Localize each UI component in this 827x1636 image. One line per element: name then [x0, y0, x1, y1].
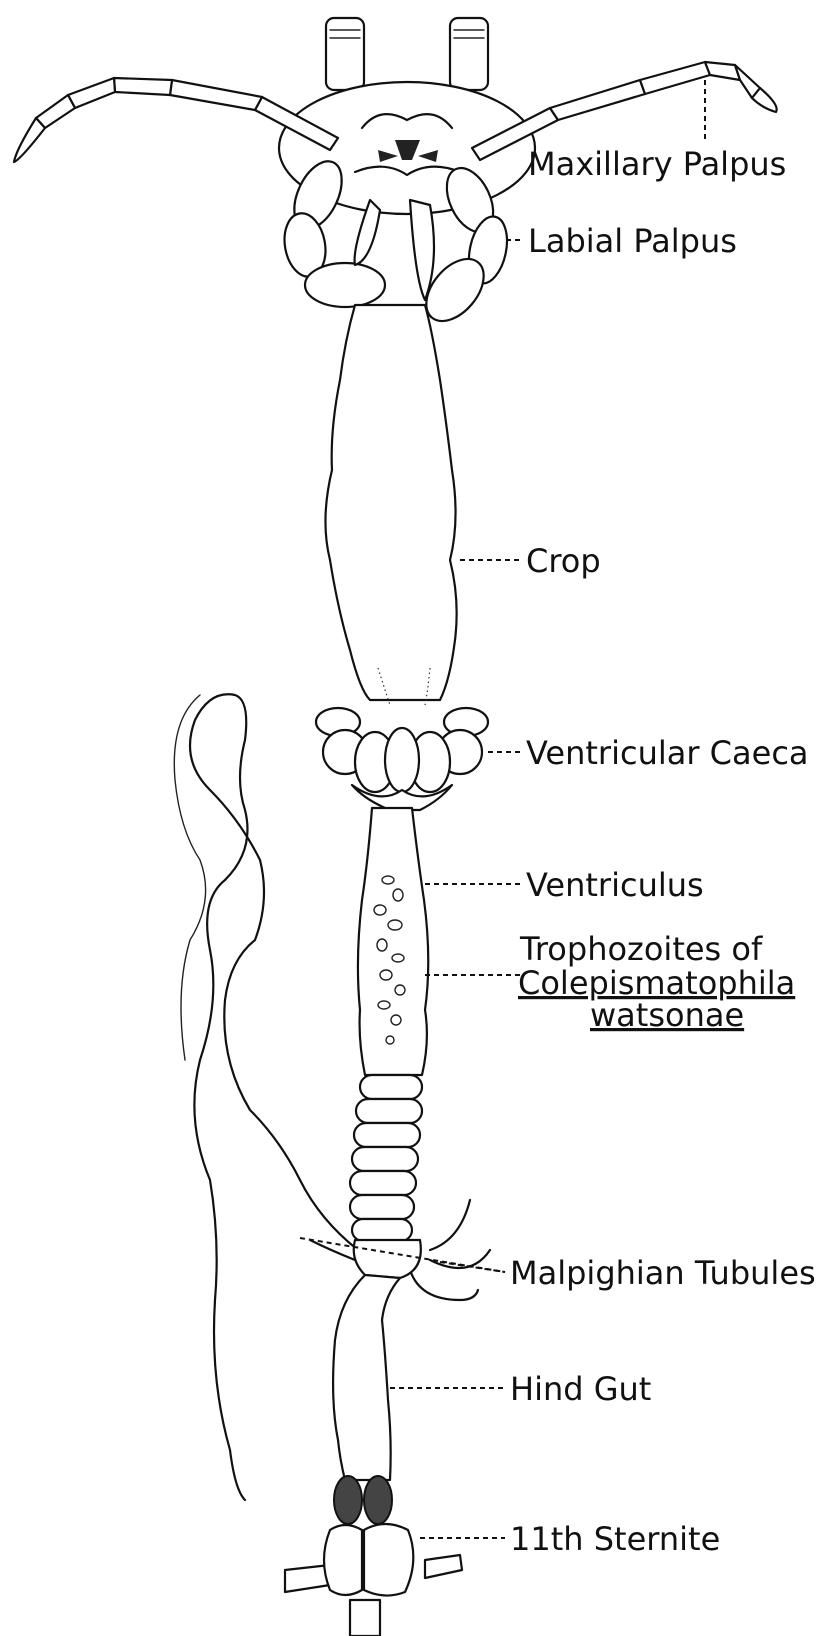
labels: Maxillary Palpus Labial Palpus Crop Vent…: [510, 145, 816, 1558]
eleventh-sternite: [285, 1524, 462, 1636]
label-labial-palpus: Labial Palpus: [528, 222, 737, 260]
antenna-base-left: [326, 18, 364, 90]
hind-gut: [333, 1275, 400, 1480]
ventricular-caeca: [316, 708, 488, 810]
label-malpighian-tubules: Malpighian Tubules: [510, 1254, 816, 1292]
salivary-right: [410, 200, 434, 300]
label-ventricular-caeca: Ventricular Caeca: [526, 734, 809, 772]
pyloric-junction: [354, 1240, 421, 1278]
label-trophozoites-line1: Trophozoites of: [519, 930, 763, 968]
label-maxillary-palpus: Maxillary Palpus: [528, 145, 786, 183]
antenna-base-right: [450, 18, 488, 90]
label-crop: Crop: [526, 542, 601, 580]
label-ventriculus: Ventriculus: [526, 866, 704, 904]
crop: [325, 305, 456, 700]
label-hind-gut: Hind Gut: [510, 1370, 651, 1408]
label-trophozoites-line3: watsonae: [590, 996, 744, 1034]
rectal-pads: [334, 1476, 392, 1524]
segmented-intestine: [350, 1075, 422, 1241]
ventriculus: [358, 808, 428, 1075]
label-11th-sternite: 11th Sternite: [510, 1520, 720, 1558]
